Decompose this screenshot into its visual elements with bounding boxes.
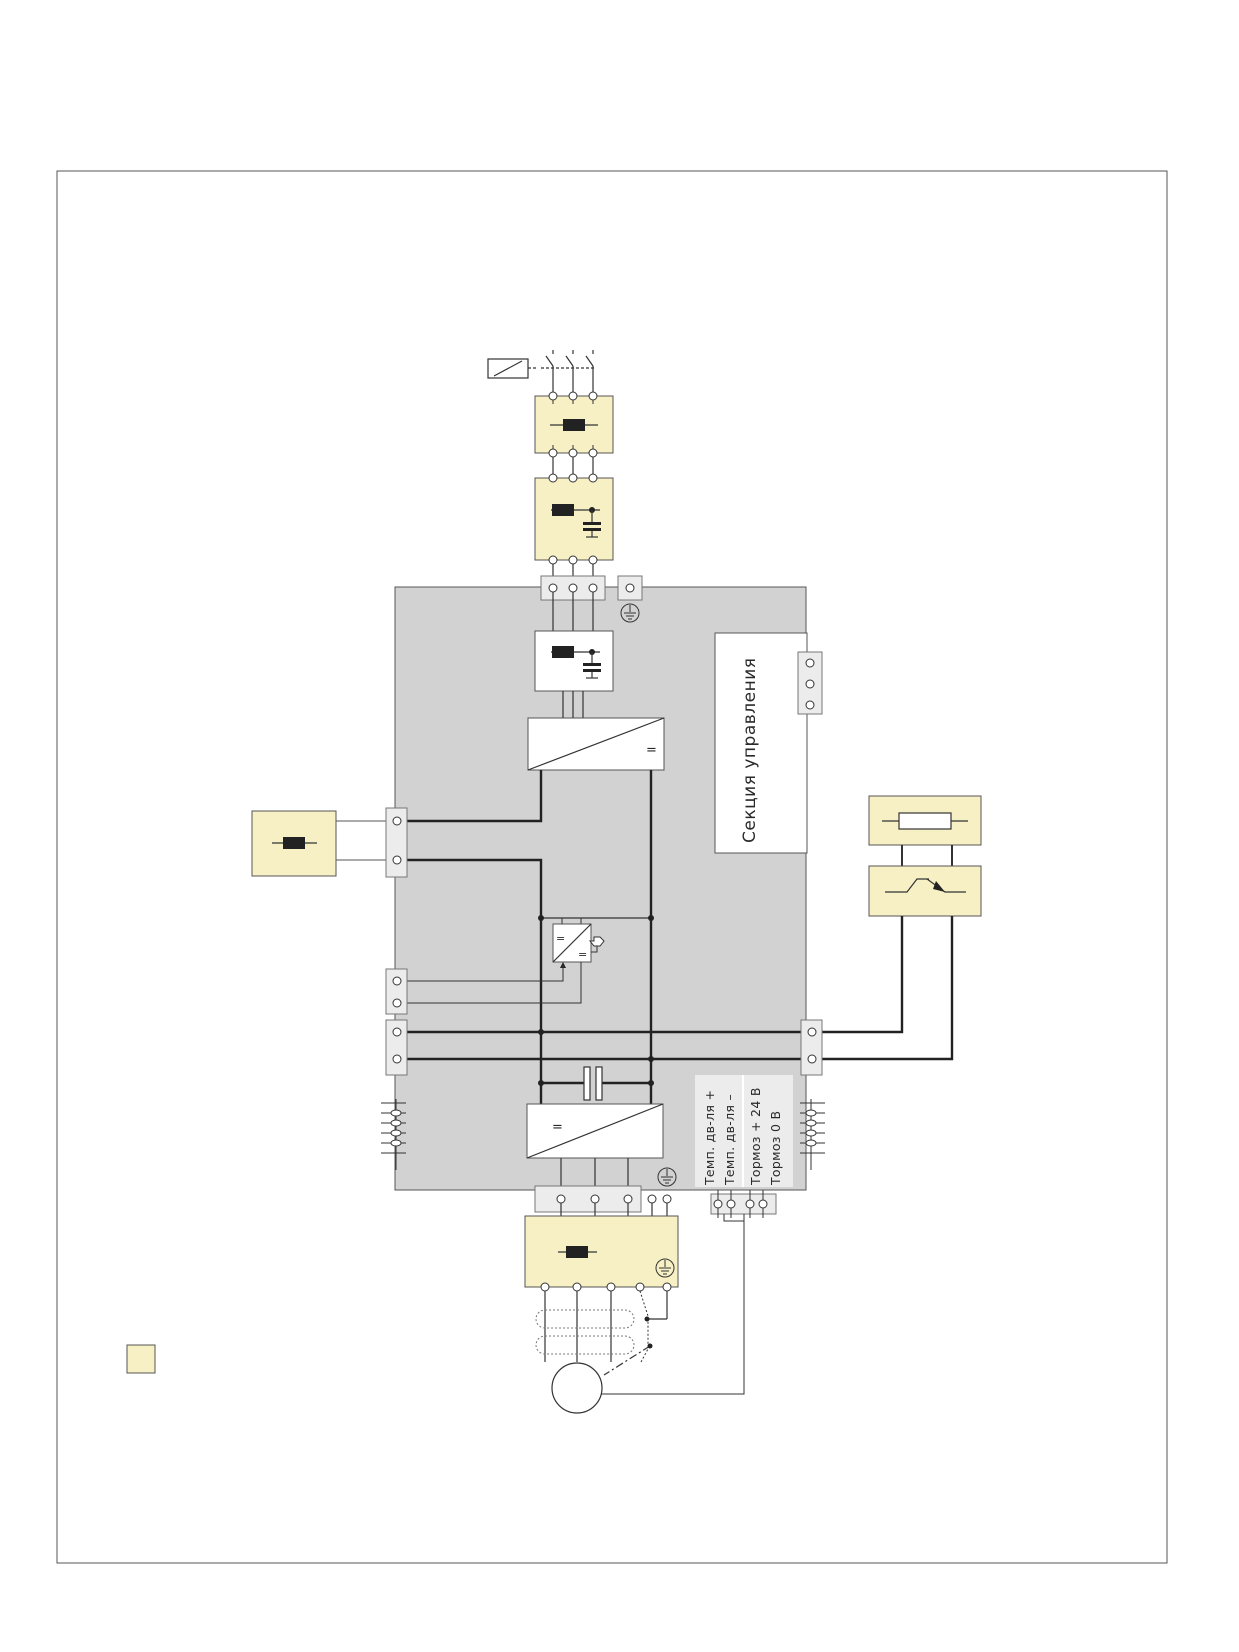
brake-resistor-option: [868, 795, 982, 866]
label-brake-plus-24v: Тормоз + 24 В: [748, 1087, 763, 1186]
dcdc-in-symbol: =: [556, 932, 565, 945]
filter-inductor-icon: [552, 504, 574, 516]
control-section-label: Секция управления: [740, 658, 760, 843]
internal-emc-filter: [534, 630, 614, 692]
output-filter-option: [524, 1215, 679, 1288]
line-filter-option: [534, 477, 614, 561]
io-connector-right: [800, 1099, 825, 1170]
transistor-icon: [933, 881, 945, 892]
rectifier-dc-symbol: =: [646, 743, 657, 758]
filter-capacitor-icon: [583, 522, 601, 525]
brake-terminal-left: [385, 1019, 408, 1076]
inverter-block: =: [526, 1103, 664, 1159]
rectifier-block: =: [527, 717, 665, 771]
outer-frame: [56, 170, 1168, 1564]
dcdc-out-symbol: =: [578, 948, 587, 961]
label-motor-temp-minus: Темп. дв-ля –: [722, 1094, 737, 1186]
label-brake-0v: Тормоз 0 В: [768, 1111, 783, 1186]
dc-dc-converter: = =: [398, 917, 651, 1004]
dc-link-terminal-strip: [385, 807, 408, 878]
label-motor-temp-plus: Темп. дв-ля +: [702, 1090, 717, 1186]
supply-arrow-icon: [588, 936, 605, 947]
ground-icon-inverter: [657, 1167, 677, 1187]
supply-terminal-strip: [385, 968, 408, 1015]
brake-chopper-option: [868, 865, 982, 917]
resistor-icon: [898, 812, 952, 830]
line-reactor-option: [534, 395, 614, 454]
motor-sensor-wire: [723, 1214, 745, 1222]
dc-bus-nodes: [538, 915, 654, 1086]
inverter-dc-symbol: =: [552, 1120, 563, 1135]
ground-icon: [620, 603, 640, 623]
io-connector-left: [381, 1099, 406, 1170]
brake-terminal-right: [800, 1019, 823, 1076]
motor-cable: [535, 1290, 668, 1376]
reactor-terminals: [548, 391, 598, 458]
dc-choke-option: [251, 810, 386, 877]
motor-terminal-strip: [534, 1185, 642, 1213]
brake-wires: [398, 916, 954, 1061]
control-section-box: [714, 632, 808, 854]
reactor-icon: [563, 419, 585, 431]
motor-icon: [551, 1362, 603, 1414]
legend-option-swatch: [126, 1344, 156, 1374]
dc-link-capacitor: [539, 1066, 653, 1104]
mains-contactor: [487, 350, 595, 396]
